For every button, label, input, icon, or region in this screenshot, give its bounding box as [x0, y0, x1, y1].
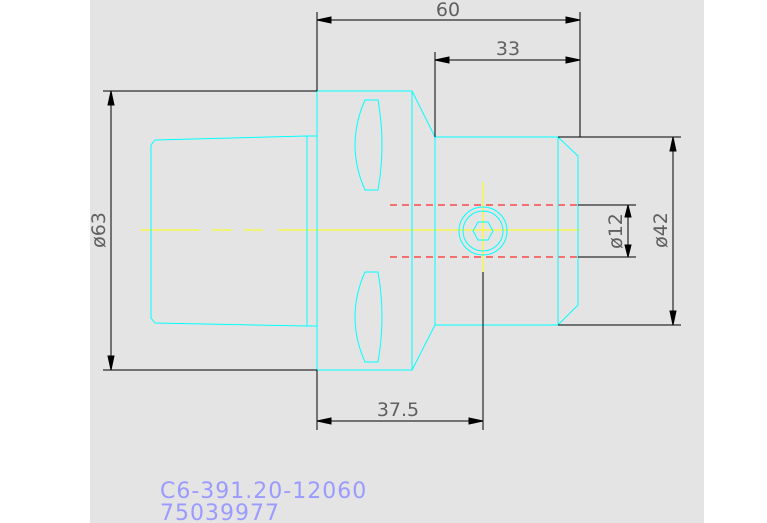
- dim-shank-length: 33: [496, 38, 520, 60]
- flange: [316, 90, 413, 371]
- dim-overall-length: 60: [436, 0, 460, 21]
- part-outline: [150, 90, 579, 371]
- dim-flange-diameter: ø63: [88, 212, 110, 248]
- hex-socket: [472, 221, 494, 241]
- part-number-label: C6-391.20-12060: [160, 479, 367, 504]
- dimension-lines: [103, 12, 681, 430]
- article-number-label: 75039977: [160, 501, 280, 523]
- dim-bore-diameter: ø12: [605, 213, 627, 249]
- drive-slot-bottom: [354, 271, 383, 363]
- dim-shank-diameter: ø42: [650, 212, 672, 248]
- drawing-background: [90, 0, 704, 523]
- dim-hole-position: 37.5: [377, 399, 419, 421]
- clamp-screw-outer: [458, 206, 508, 256]
- drive-slot-top: [354, 99, 383, 191]
- front-shank: [435, 136, 579, 326]
- hidden-bore-lines: [390, 204, 578, 258]
- clamp-screw-inner: [462, 210, 504, 252]
- center-lines: [140, 182, 580, 272]
